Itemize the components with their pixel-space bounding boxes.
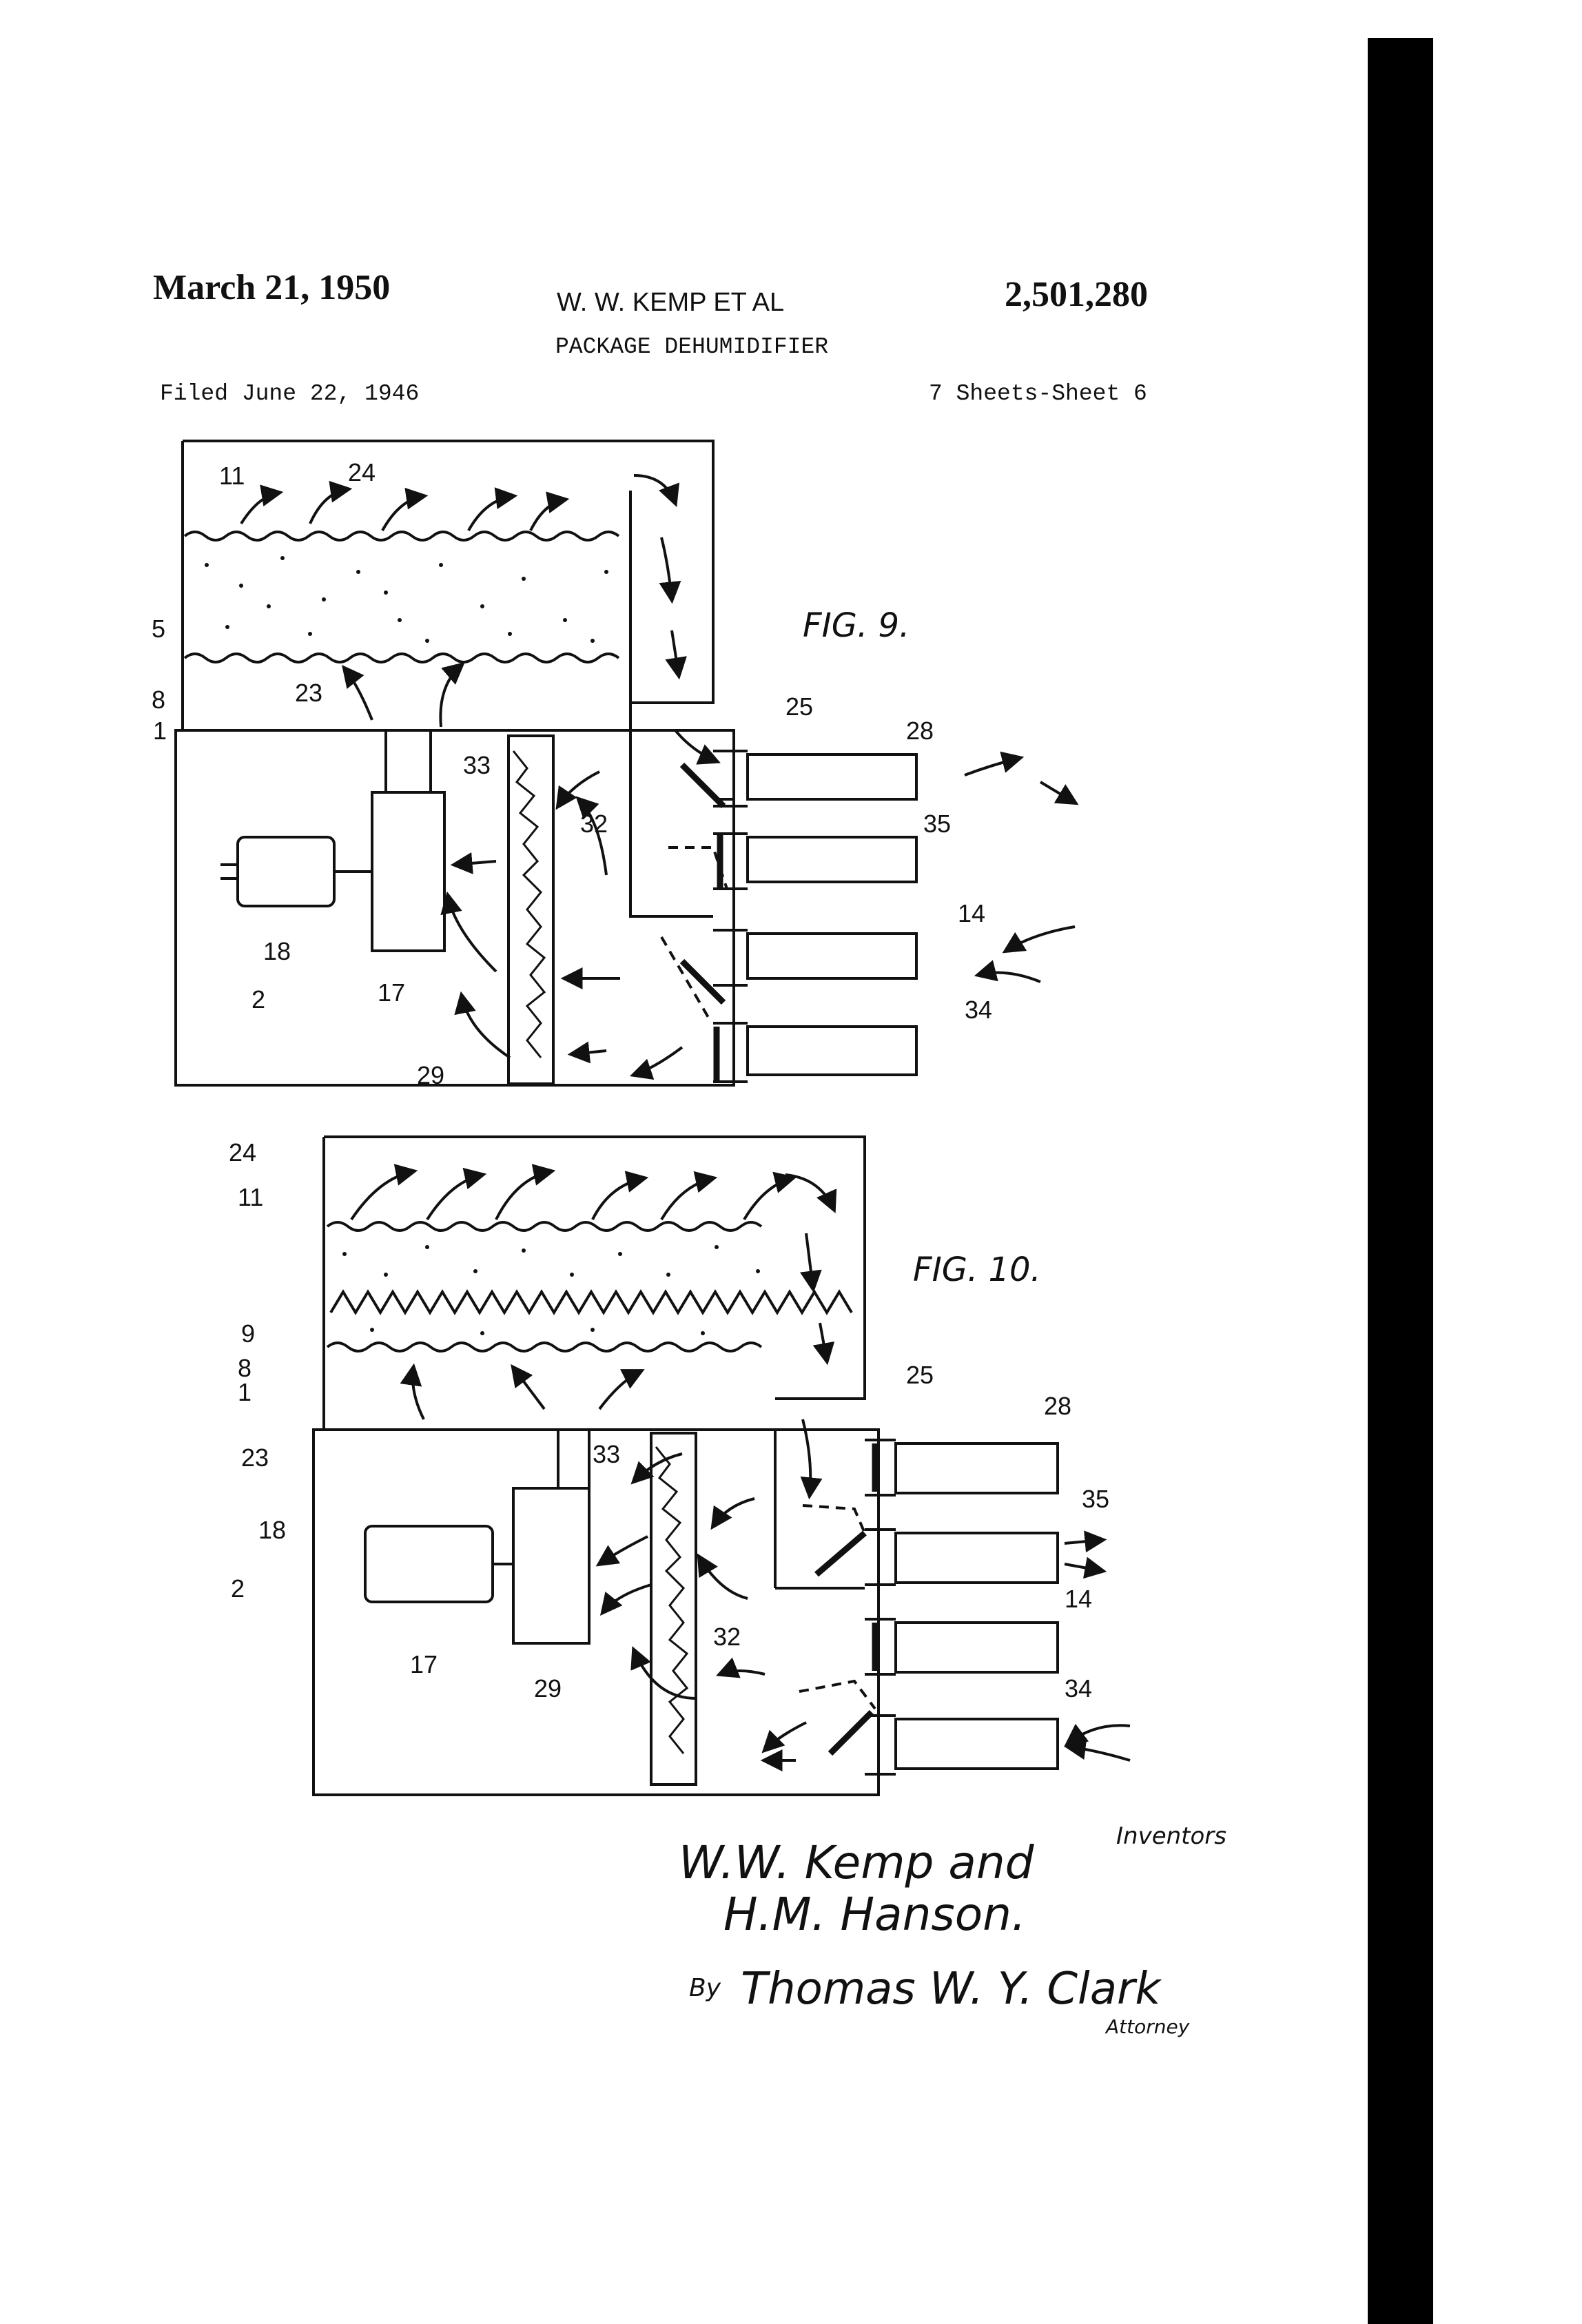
patent-date: March 21, 1950 — [153, 268, 391, 307]
fig9-label-2: 2 — [251, 985, 266, 1014]
fig9-label-29: 29 — [417, 1061, 445, 1089]
fig10-label-24: 24 — [229, 1138, 257, 1166]
sheet-count: 7 Sheets-Sheet 6 — [929, 381, 1147, 407]
fig10-label-17: 17 — [410, 1650, 438, 1678]
fig10-label-32: 32 — [713, 1623, 741, 1651]
fig10-label-33: 33 — [593, 1440, 621, 1468]
attorney-signature: Thomas W. Y. Clark — [741, 1964, 1161, 2015]
fig10-label-14: 14 — [1065, 1585, 1093, 1613]
fig10-label-28: 28 — [1044, 1392, 1072, 1420]
scan-edge-band — [1368, 38, 1433, 2324]
fig10-label-18: 18 — [258, 1516, 287, 1544]
fig9-label-25: 25 — [785, 692, 814, 721]
attorney-word: Attorney — [1106, 2015, 1190, 2038]
fig9-label-35: 35 — [923, 810, 952, 838]
fig9-label-18: 18 — [263, 937, 291, 965]
fig10-label-11: 11 — [238, 1183, 264, 1211]
by-word: By — [689, 1974, 721, 2002]
inventor-names-line1: W.W. Kemp and — [679, 1836, 1034, 1889]
fig10-caption: FIG. 10. — [913, 1251, 1041, 1289]
fig9-label-8: 8 — [152, 686, 166, 714]
inventors-short: W. W. KEMP ET AL — [557, 288, 785, 317]
fig9-label-11: 11 — [219, 462, 245, 490]
fig10-label-8: 8 — [238, 1354, 252, 1382]
fig9-label-14: 14 — [958, 899, 986, 927]
fig10-label-29: 29 — [534, 1674, 562, 1703]
filed-date: Filed June 22, 1946 — [160, 381, 420, 407]
fig10-label-2: 2 — [231, 1574, 245, 1603]
inventors-word: Inventors — [1116, 1822, 1226, 1850]
fig9-label-33: 33 — [463, 751, 491, 779]
fig9-label-34: 34 — [965, 996, 993, 1024]
fig10-label-35: 35 — [1082, 1485, 1110, 1513]
fig9-label-24: 24 — [348, 458, 376, 486]
fig9-caption: FIG. 9. — [803, 606, 910, 645]
fig10-label-9: 9 — [241, 1319, 256, 1348]
fig10-label-23: 23 — [241, 1443, 269, 1472]
fig9-label-1: 1 — [153, 717, 167, 745]
fig9-label-32: 32 — [580, 810, 608, 838]
fig10-label-25: 25 — [906, 1361, 934, 1389]
fig9-label-5: 5 — [152, 615, 166, 643]
patent-number: 2,501,280 — [1005, 275, 1148, 314]
inventor-names-line2: H.M. Hanson. — [723, 1888, 1026, 1941]
fig9-label-17: 17 — [378, 978, 406, 1007]
fig10-label-34: 34 — [1065, 1674, 1093, 1703]
fig9-label-28: 28 — [906, 717, 934, 745]
fig10-label-1: 1 — [238, 1378, 252, 1406]
patent-title: PACKAGE DEHUMIDIFIER — [555, 334, 829, 360]
fig9-label-23: 23 — [295, 679, 323, 707]
